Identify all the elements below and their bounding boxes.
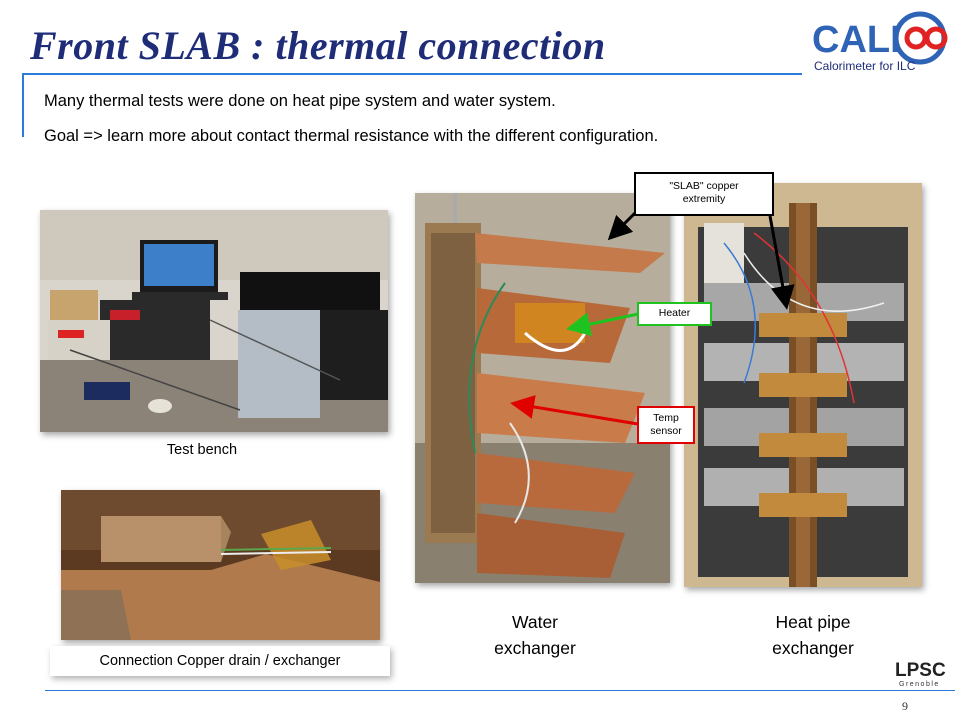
water-exchanger-photo [415,193,670,583]
page-number: 9 [902,699,908,713]
lpsc-wordmark: LPSC [895,660,946,681]
title-underline [22,73,802,75]
caption-connection: Connection Copper drain / exchanger [50,646,390,676]
caption-water-line-1: Water [511,612,559,632]
callout-slab-extremity: "SLAB" copper extremity [634,172,774,216]
caption-water-line-2: exchanger [494,638,576,658]
callout-heater: Heater [637,302,712,326]
title-side-rule [22,73,24,137]
footer-rule [45,690,955,691]
slide-title: Front SLAB : thermal connection [30,23,606,68]
intro-line-2: Goal => learn more about contact thermal… [44,127,659,145]
caption-test-bench: Test bench [166,442,238,458]
caption-heat-pipe-line-2: exchanger [772,638,854,658]
callout-slab-line-2: extremity [682,193,726,205]
callout-temp-line-2: sensor [650,425,682,437]
lpsc-subline: Grenoble [899,681,940,688]
calice-tagline: Calorimeter for ILC [814,59,916,73]
heat-pipe-exchanger-photo [684,183,922,587]
connection-photo [61,490,380,640]
caption-heat-pipe-exchanger: Heat pipe exchanger [748,609,878,661]
caption-water-exchanger: Water exchanger [470,609,600,661]
callout-temp-line-1: Temp [653,412,679,424]
callout-slab-line-1: "SLAB" copper [669,180,739,192]
callout-temp-sensor: Temp sensor [637,406,695,444]
calice-wordmark: CALI [812,19,901,61]
intro-line-1: Many thermal tests were done on heat pip… [44,92,556,110]
caption-heat-pipe-line-1: Heat pipe [775,612,851,632]
calice-logo: CALI Calorimeter for ILC [812,11,948,73]
lpsc-logo: LPSC Grenoble [895,660,946,688]
test-bench-photo [40,210,388,432]
